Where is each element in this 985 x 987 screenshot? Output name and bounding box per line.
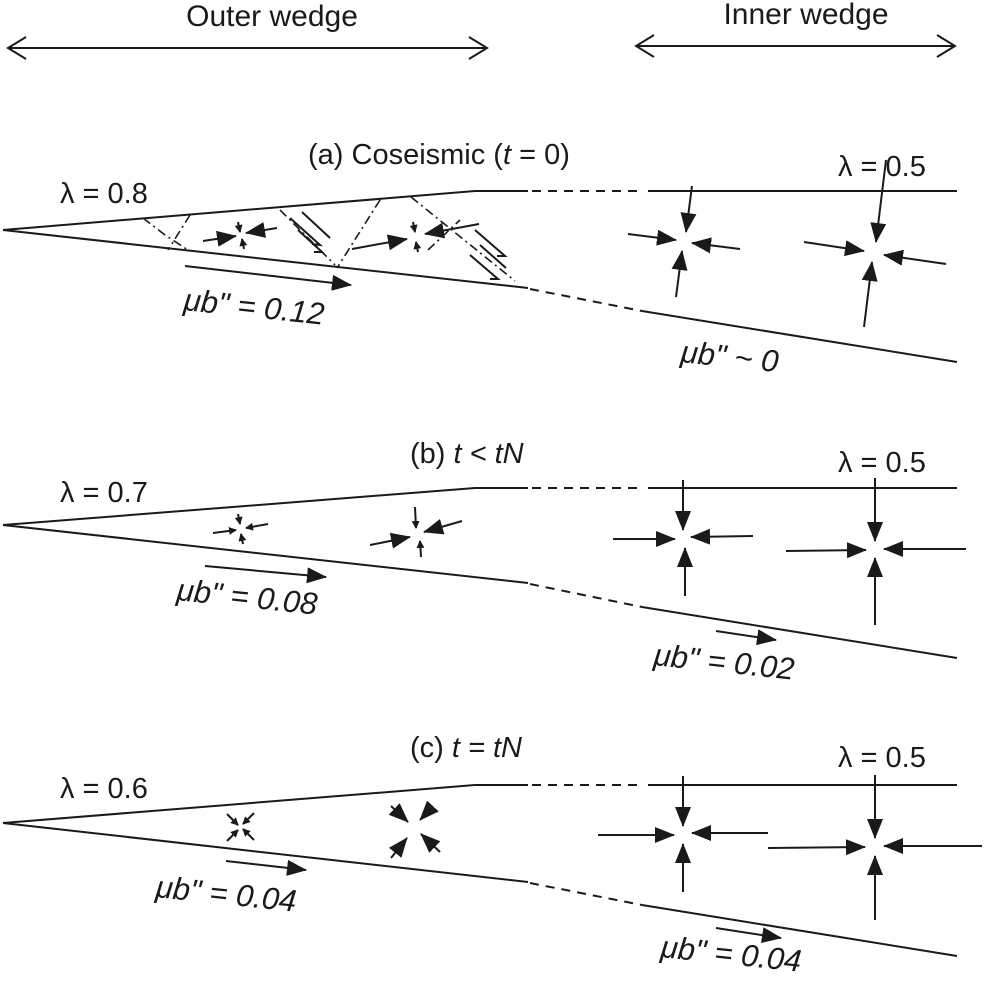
panel-a-inner-stress-1 xyxy=(627,185,741,298)
panel-b-title: (b) t < tN xyxy=(410,438,524,470)
panel-c-nucleation: (c) t = tN λ = 0.6 λ = 0.5 xyxy=(2,732,982,979)
panel-b-inner-slip-arrow xyxy=(715,629,777,646)
panel-c-outer-mu: μb" = 0.04 xyxy=(153,869,298,919)
panel-a-outer-stress-1 xyxy=(202,221,278,250)
panel-c-inner-base xyxy=(641,904,958,957)
panel-a-inner-lambda: λ = 0.5 xyxy=(838,151,926,183)
panel-b-outer-stress-2 xyxy=(369,506,463,558)
inner-wedge-arrow-right-head xyxy=(936,34,957,58)
panel-a-outer-mu: μb" = 0.12 xyxy=(181,282,326,332)
panel-a-outer-stress-2 xyxy=(351,221,480,253)
panel-b-outer-mu: μb" = 0.08 xyxy=(174,572,320,622)
panel-c-inner-slip-arrow xyxy=(715,927,782,944)
panel-a-inner-base xyxy=(641,310,958,363)
panel-c-top-surface xyxy=(2,784,528,824)
panel-a-title: (a) Coseismic (t = 0) xyxy=(308,139,570,171)
panel-c-inner-stress-2 xyxy=(767,775,982,920)
panel-c-outer-stress-2 xyxy=(388,800,441,859)
panel-c-base-gap xyxy=(529,882,643,906)
outer-wedge-arrow-right-head xyxy=(468,36,489,60)
panel-a-coseismic: (a) Coseismic (t = 0) λ = 0.8 λ = 0.5 xyxy=(2,139,958,379)
panel-a-inner-mu: μb" ~ 0 xyxy=(678,334,780,379)
panel-b-outer-stress-1 xyxy=(212,513,269,545)
panel-c-inner-mu: μb" = 0.04 xyxy=(658,929,803,979)
panel-b-outer-slip-arrow xyxy=(204,565,327,584)
panel-a-inner-stress-2 xyxy=(803,159,947,328)
panel-c-outer-stress-1 xyxy=(226,812,255,842)
panel-b-inner-stress-2 xyxy=(785,478,966,625)
panel-b-interseismic: (b) t < tN λ = 0.7 λ = 0.5 xyxy=(2,438,966,687)
panel-a-outer-slip-arrow xyxy=(184,265,352,291)
panel-c-outer-base xyxy=(2,822,529,883)
panel-b-inner-mu: μb" = 0.02 xyxy=(651,637,796,687)
panel-c-title: (c) t = tN xyxy=(410,732,522,764)
panel-c-inner-lambda: λ = 0.5 xyxy=(838,742,926,774)
panel-a-outer-lambda: λ = 0.8 xyxy=(60,178,148,210)
panel-c-outer-slip-arrow xyxy=(225,859,307,876)
panel-a-top-surface xyxy=(2,190,528,231)
inner-wedge-arrow-left-head xyxy=(634,34,655,58)
header: Outer wedge Inner wedge xyxy=(6,0,957,60)
outer-wedge-label: Outer wedge xyxy=(186,0,358,33)
panel-b-inner-base xyxy=(641,606,958,659)
panel-c-outer-lambda: λ = 0.6 xyxy=(60,773,148,805)
panel-c-inner-stress-1 xyxy=(598,776,768,892)
panel-a-conjugate-faults xyxy=(142,196,516,282)
inner-wedge-label: Inner wedge xyxy=(723,0,888,31)
panel-b-top-surface xyxy=(2,487,528,526)
panel-a-base-gap xyxy=(529,288,643,312)
panel-a-outer-base xyxy=(2,229,529,289)
panel-b-outer-base xyxy=(2,524,529,584)
panel-b-inner-stress-1 xyxy=(613,480,754,596)
panel-b-outer-lambda: λ = 0.7 xyxy=(60,477,148,509)
outer-wedge-arrow-left-head xyxy=(6,36,27,60)
panel-b-base-gap xyxy=(529,583,643,608)
panel-b-inner-lambda: λ = 0.5 xyxy=(838,447,926,479)
